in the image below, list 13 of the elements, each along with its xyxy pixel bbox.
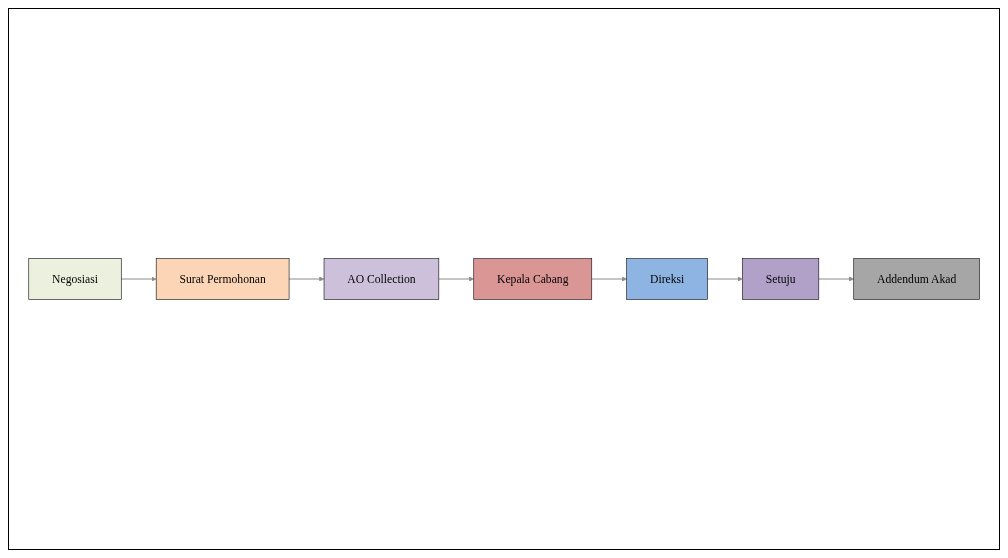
node-box: Surat Permohonan (155, 258, 290, 300)
arrow (818, 276, 854, 282)
node-box: Direksi (626, 258, 708, 300)
node-box: AO Collection (323, 258, 439, 300)
node-box: Addendum Akad (853, 258, 980, 300)
arrow (120, 276, 157, 282)
arrow (591, 276, 627, 282)
arrow (438, 276, 474, 282)
arrow (288, 276, 325, 282)
node-box: Negosiasi (28, 258, 122, 300)
arrow (706, 276, 743, 282)
node-box: Kepala Cabang (473, 258, 592, 300)
node-box: Setuju (742, 258, 819, 300)
